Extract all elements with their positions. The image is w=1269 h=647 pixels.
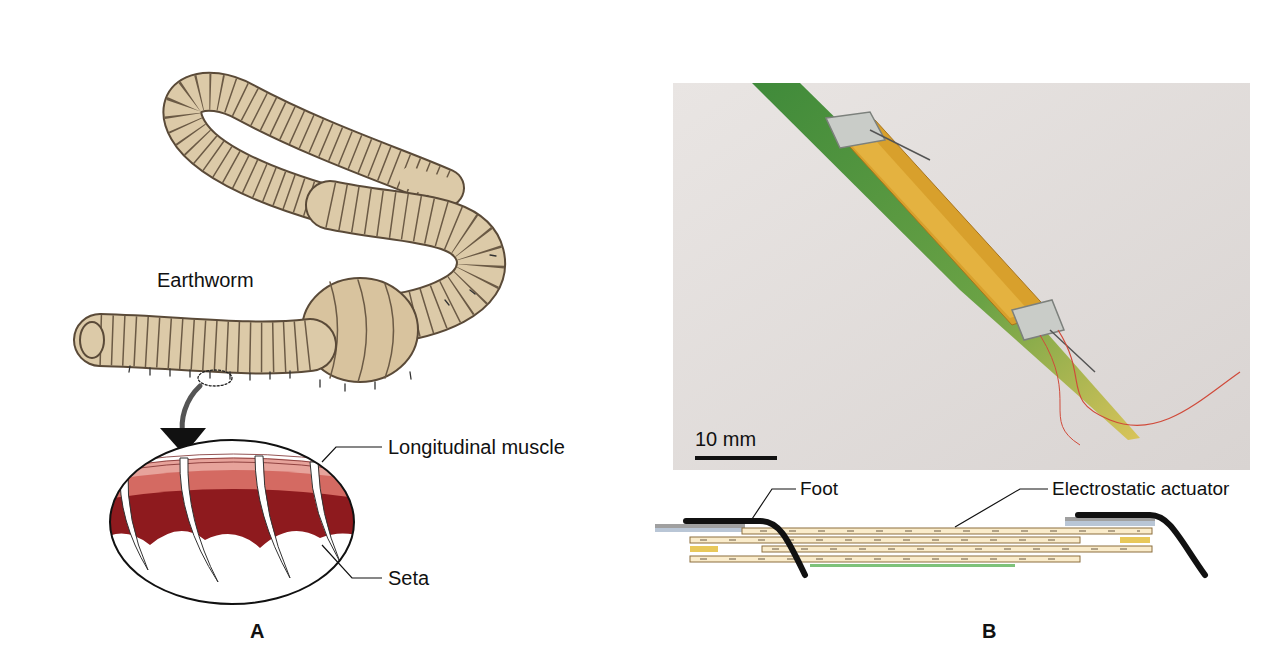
part-label: Electrostatic actuator <box>1052 478 1229 500</box>
part-label: Seta <box>388 567 429 590</box>
muscle-inset <box>100 430 382 620</box>
actuator-schematic <box>655 489 1205 575</box>
scale-bar-label: 10 mm <box>695 428 756 451</box>
panel-letter: A <box>250 620 264 643</box>
earthworm-illustration <box>80 92 496 455</box>
part-label: Longitudinal muscle <box>388 436 565 459</box>
part-label: Foot <box>800 478 838 500</box>
robot-photo <box>673 83 1250 470</box>
panel-letter: B <box>982 620 996 643</box>
figure-label: Earthworm <box>157 269 254 292</box>
